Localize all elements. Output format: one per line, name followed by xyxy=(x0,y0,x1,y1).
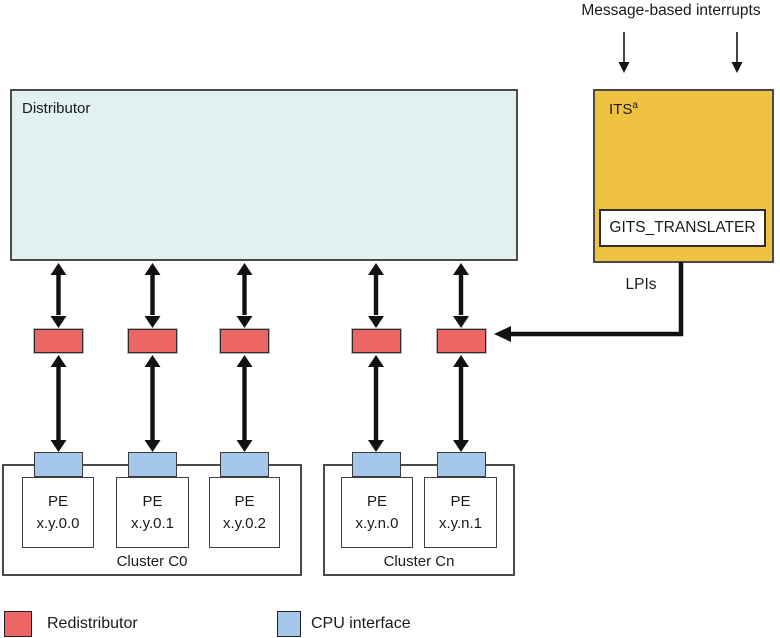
pe-box-xyn0: PE x.y.n.0 xyxy=(341,477,413,548)
cpu-interface-box-3 xyxy=(351,452,401,477)
redistributor-box-0 xyxy=(33,328,84,354)
cpu-interface-box-4 xyxy=(436,452,486,477)
cpu-interface-box-0 xyxy=(34,452,83,477)
redistributor-cpu-arrow-1 xyxy=(144,355,161,452)
distributor-box: Distributor xyxy=(10,89,518,261)
redistributor-box-1 xyxy=(127,328,178,354)
pe-id: x.y.0.0 xyxy=(36,514,80,532)
pe-box-xyn1: PE x.y.n.1 xyxy=(424,477,497,548)
its-label: ITSa xyxy=(609,100,638,118)
redistributor-box-4 xyxy=(435,328,487,354)
legend-cpu-interface-swatch xyxy=(277,611,301,637)
gits-translater-label: GITS_TRANSLATER xyxy=(609,219,756,236)
pe-name: PE xyxy=(450,492,471,510)
redistributor-box-2 xyxy=(219,328,270,354)
distributor-redistributor-arrow-1 xyxy=(144,263,161,328)
cpu-interface-box-2 xyxy=(220,452,269,477)
distributor-redistributor-arrow-2 xyxy=(236,263,253,328)
pe-id: x.y.0.1 xyxy=(130,514,175,532)
redistributor-cpu-arrow-2 xyxy=(236,355,253,452)
pe-name: PE xyxy=(142,492,163,510)
legend-cpu-interface-label: CPU interface xyxy=(311,615,411,632)
message-based-interrupts-label: Message-based interrupts xyxy=(581,2,761,19)
lpis-label: LPIs xyxy=(625,276,657,293)
cpu-interface-box-1 xyxy=(128,452,177,477)
redistributor-cpu-arrow-4 xyxy=(453,355,469,452)
distributor-redistributor-arrow-3 xyxy=(368,263,384,328)
lpi-routing-arrow xyxy=(494,262,684,342)
message-interrupt-arrow-left xyxy=(618,32,630,73)
pe-box-xy00: PE x.y.0.0 xyxy=(22,477,94,548)
message-interrupt-arrow-right xyxy=(731,32,743,73)
cluster-c0-label: Cluster C0 xyxy=(116,553,188,570)
pe-name: PE xyxy=(234,492,255,510)
pe-box-xy01: PE x.y.0.1 xyxy=(116,477,189,548)
distributor-redistributor-arrow-0 xyxy=(50,263,67,328)
legend-redistributor-label: Redistributor xyxy=(47,615,138,632)
pe-id: x.y.0.2 xyxy=(222,514,267,532)
pe-name: PE xyxy=(366,492,387,510)
redistributor-box-3 xyxy=(350,328,402,354)
cluster-cn-box: PE x.y.n.0 PE x.y.n.1 Cluster Cn xyxy=(323,464,515,576)
distributor-label: Distributor xyxy=(22,100,91,117)
its-footnote-marker: a xyxy=(632,100,638,111)
pe-name: PE xyxy=(47,492,68,510)
pe-id: x.y.n.0 xyxy=(355,514,399,532)
cluster-cn-label: Cluster Cn xyxy=(383,553,455,570)
redistributor-cpu-arrow-0 xyxy=(50,355,67,452)
distributor-redistributor-arrow-4 xyxy=(453,263,469,328)
gits-translater-box: GITS_TRANSLATER xyxy=(599,209,766,247)
redistributor-cpu-arrow-3 xyxy=(368,355,384,452)
pe-box-xy02: PE x.y.0.2 xyxy=(209,477,280,548)
cluster-c0-box: PE x.y.0.0 PE x.y.0.1 PE x.y.0.2 Cluster… xyxy=(2,464,302,576)
pe-id: x.y.n.1 xyxy=(438,514,483,532)
legend-redistributor-swatch xyxy=(4,611,32,637)
